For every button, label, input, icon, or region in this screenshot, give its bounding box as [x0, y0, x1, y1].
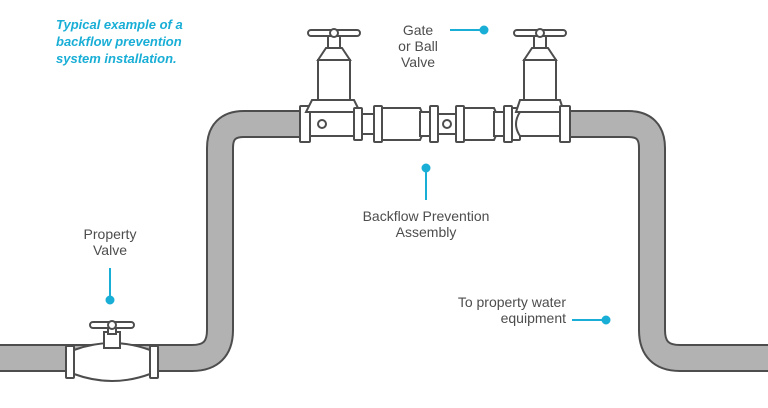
callout-gate-dot	[479, 25, 489, 35]
callout-backflow-dot	[421, 163, 431, 173]
callout-equipment-dot	[601, 315, 611, 325]
property-valve	[65, 320, 159, 382]
pipe-run-right	[568, 110, 768, 372]
property-valve-label: Property Valve	[83, 226, 137, 258]
backflow-assembly	[361, 105, 513, 143]
diagram-caption: Typical example of a backflow prevention…	[56, 17, 183, 66]
backflow-assembly-label: Backflow Prevention Assembly	[362, 208, 490, 240]
pipe-run	[0, 110, 304, 372]
callout-property-dot	[105, 295, 115, 305]
equipment-label: To property water equipment	[457, 294, 566, 326]
gate-valve-label: Gate or Ball Valve	[398, 22, 438, 70]
callout-lines	[105, 25, 611, 325]
pipe-run-inner	[0, 112, 304, 370]
gate-valve-left	[299, 28, 363, 143]
gate-valve-right	[511, 28, 571, 143]
pipe-run-right-inner	[568, 112, 768, 370]
